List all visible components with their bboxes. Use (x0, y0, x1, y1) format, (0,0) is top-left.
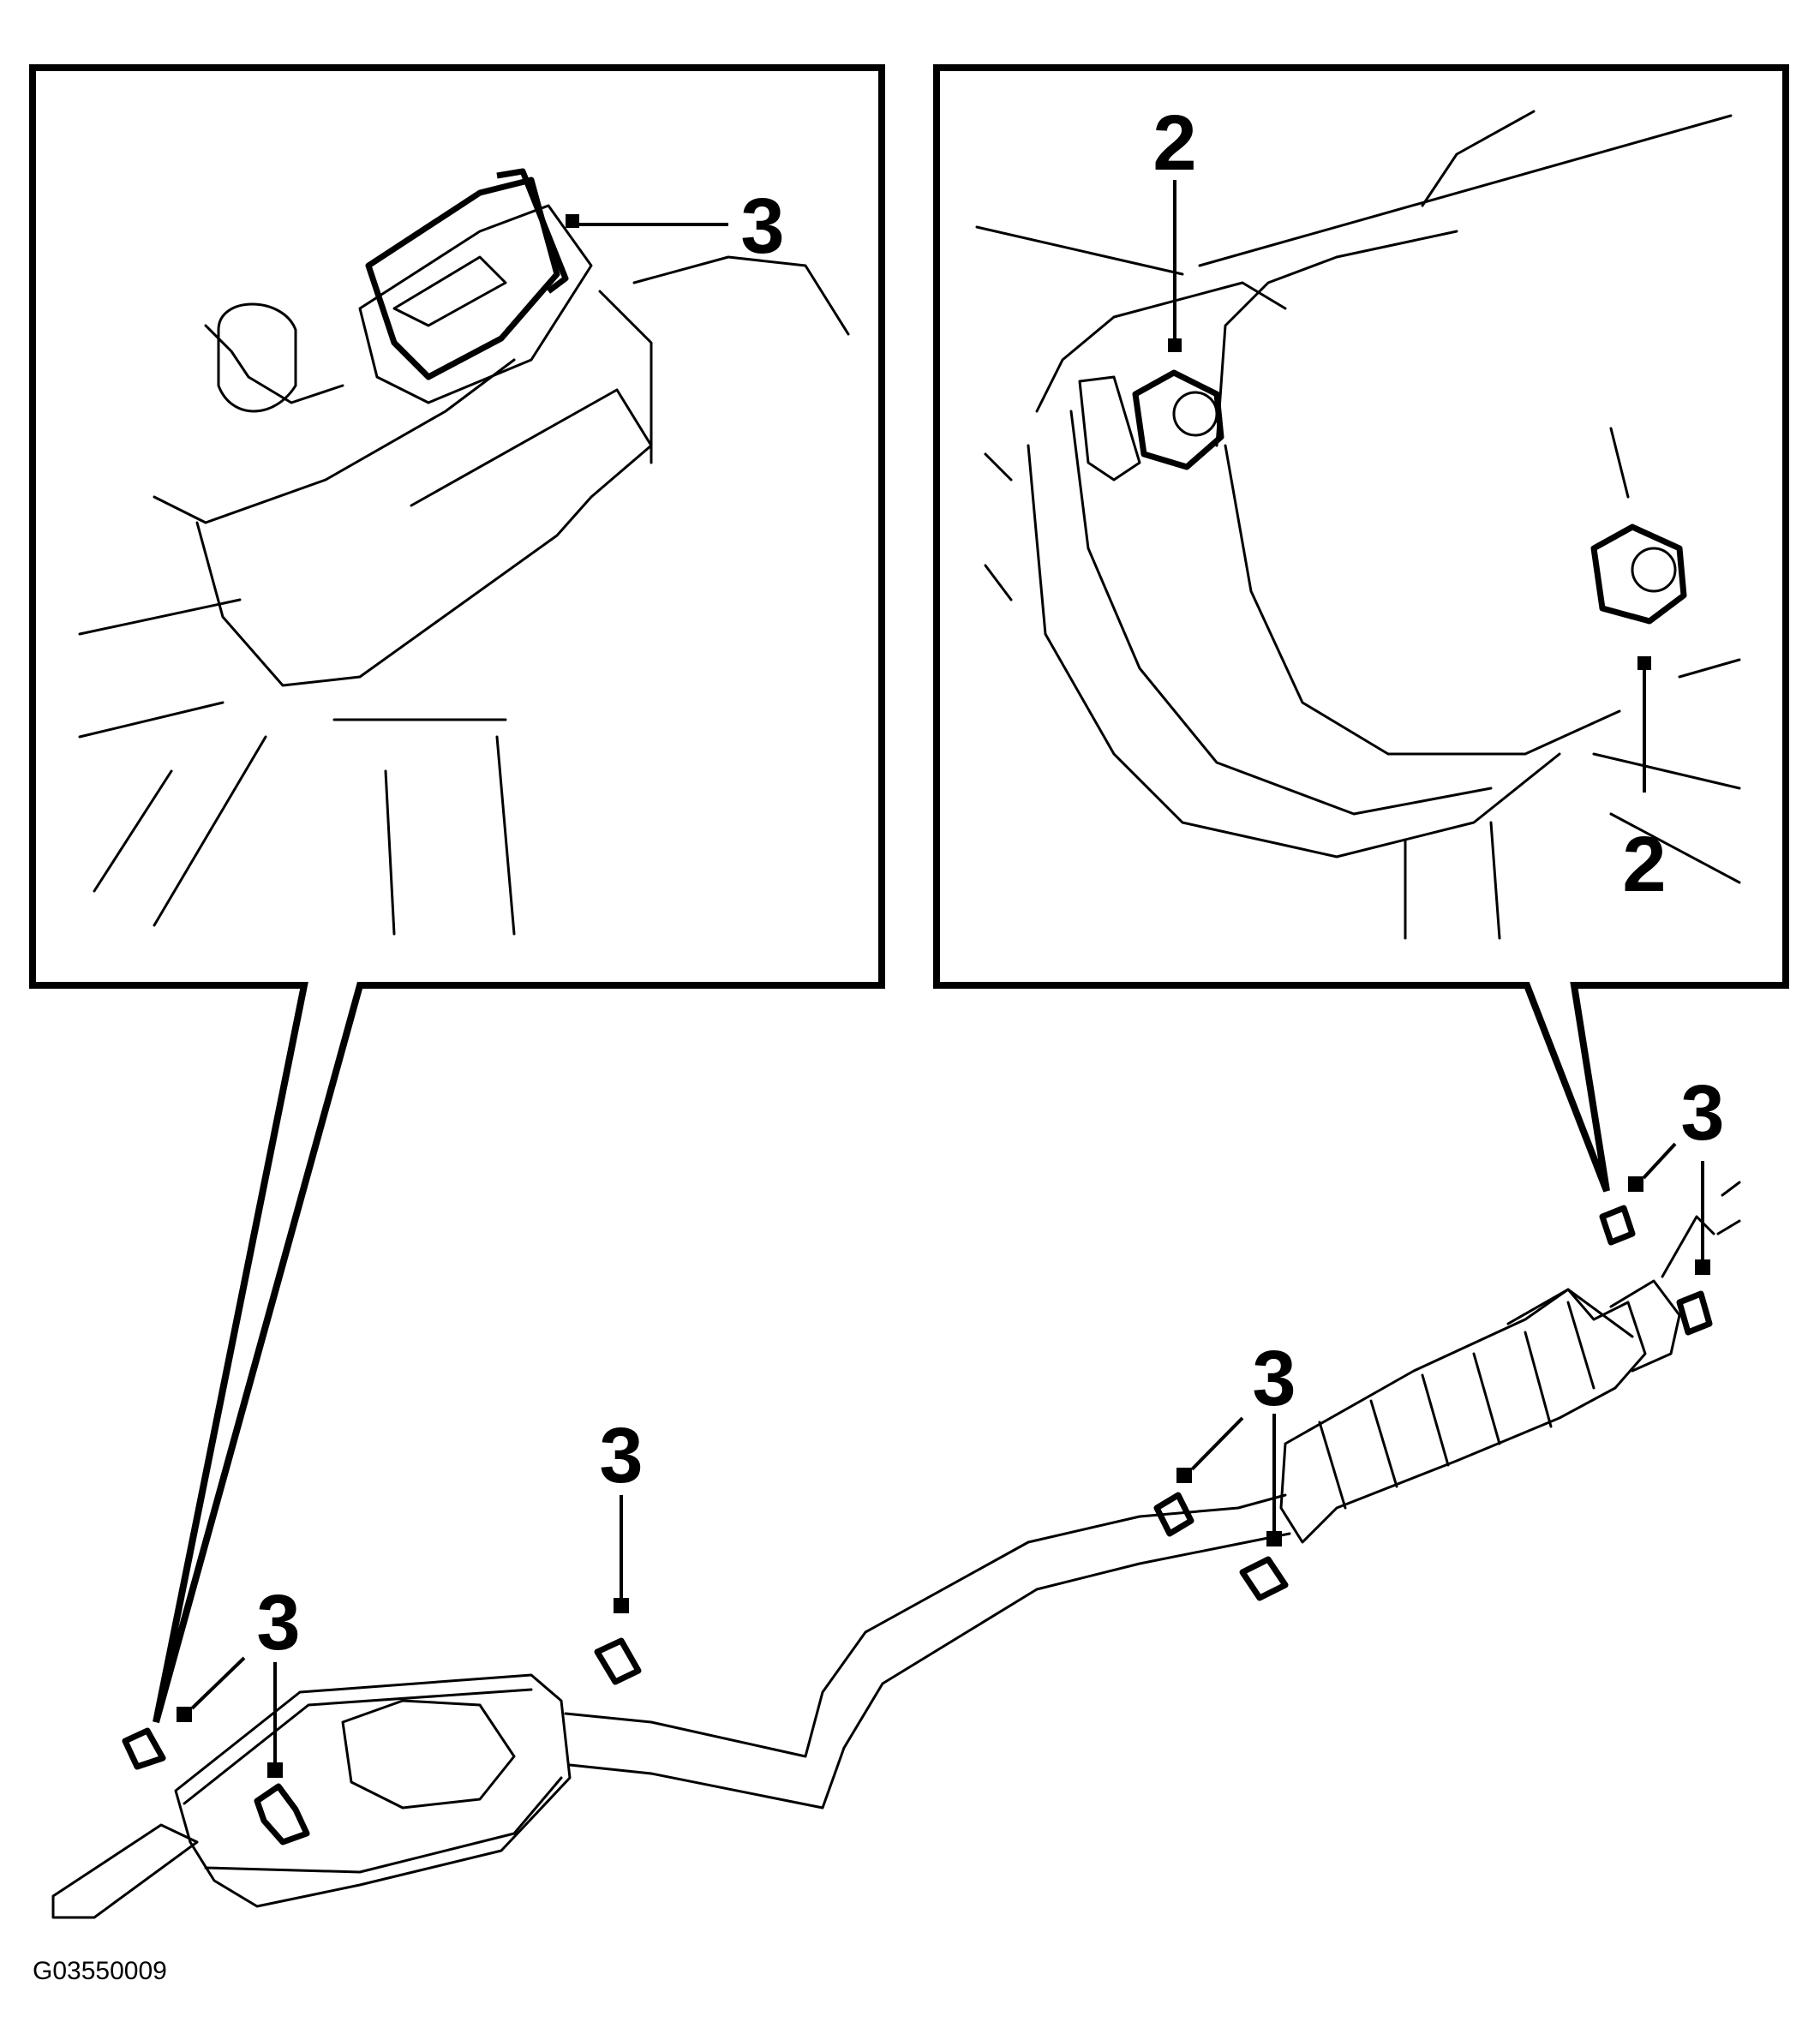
front-hanger (1599, 1205, 1636, 1246)
right-inset-frame (933, 64, 1789, 1193)
right-detail-inset (933, 64, 1789, 1193)
intermediate-pipe (564, 1493, 1287, 1758)
front-right-hanger (1676, 1290, 1713, 1336)
callout-main-rear-hanger: 3 (599, 1412, 643, 1499)
callout-right-inset-nut-bottom: 2 (1622, 821, 1666, 908)
callout-leaders (177, 180, 1710, 1778)
left-hanger (122, 1727, 166, 1770)
left-detail-inset (29, 64, 885, 1724)
front-muffler (1279, 1288, 1647, 1544)
figure-id: G03550009 (33, 1957, 167, 1985)
exhaust-assembly (51, 1181, 1741, 1919)
mid-hanger (1153, 1492, 1194, 1537)
callout-main-mid-clamp: 3 (1252, 1335, 1296, 1422)
clip-icon (365, 176, 560, 380)
tail-pipe (51, 1823, 199, 1919)
bracket-clamp (254, 1783, 310, 1846)
mid-lower-hanger (1239, 1556, 1289, 1601)
callout-main-front-clamp: 3 (1680, 1069, 1724, 1157)
rear-muffler (174, 1673, 572, 1908)
callout-left-inset-clip: 3 (740, 182, 784, 270)
callout-right-inset-nut-top: 2 (1152, 99, 1196, 187)
callout-labels: 3 2 2 3 3 3 3 (256, 99, 1724, 1666)
nut-top-icon (1132, 369, 1224, 470)
nut-bottom-icon (1590, 523, 1687, 625)
rear-hanger (594, 1637, 642, 1685)
left-inset-frame (29, 64, 885, 1724)
hangers (122, 1205, 1713, 1846)
callout-main-left-clamp: 3 (256, 1579, 300, 1666)
